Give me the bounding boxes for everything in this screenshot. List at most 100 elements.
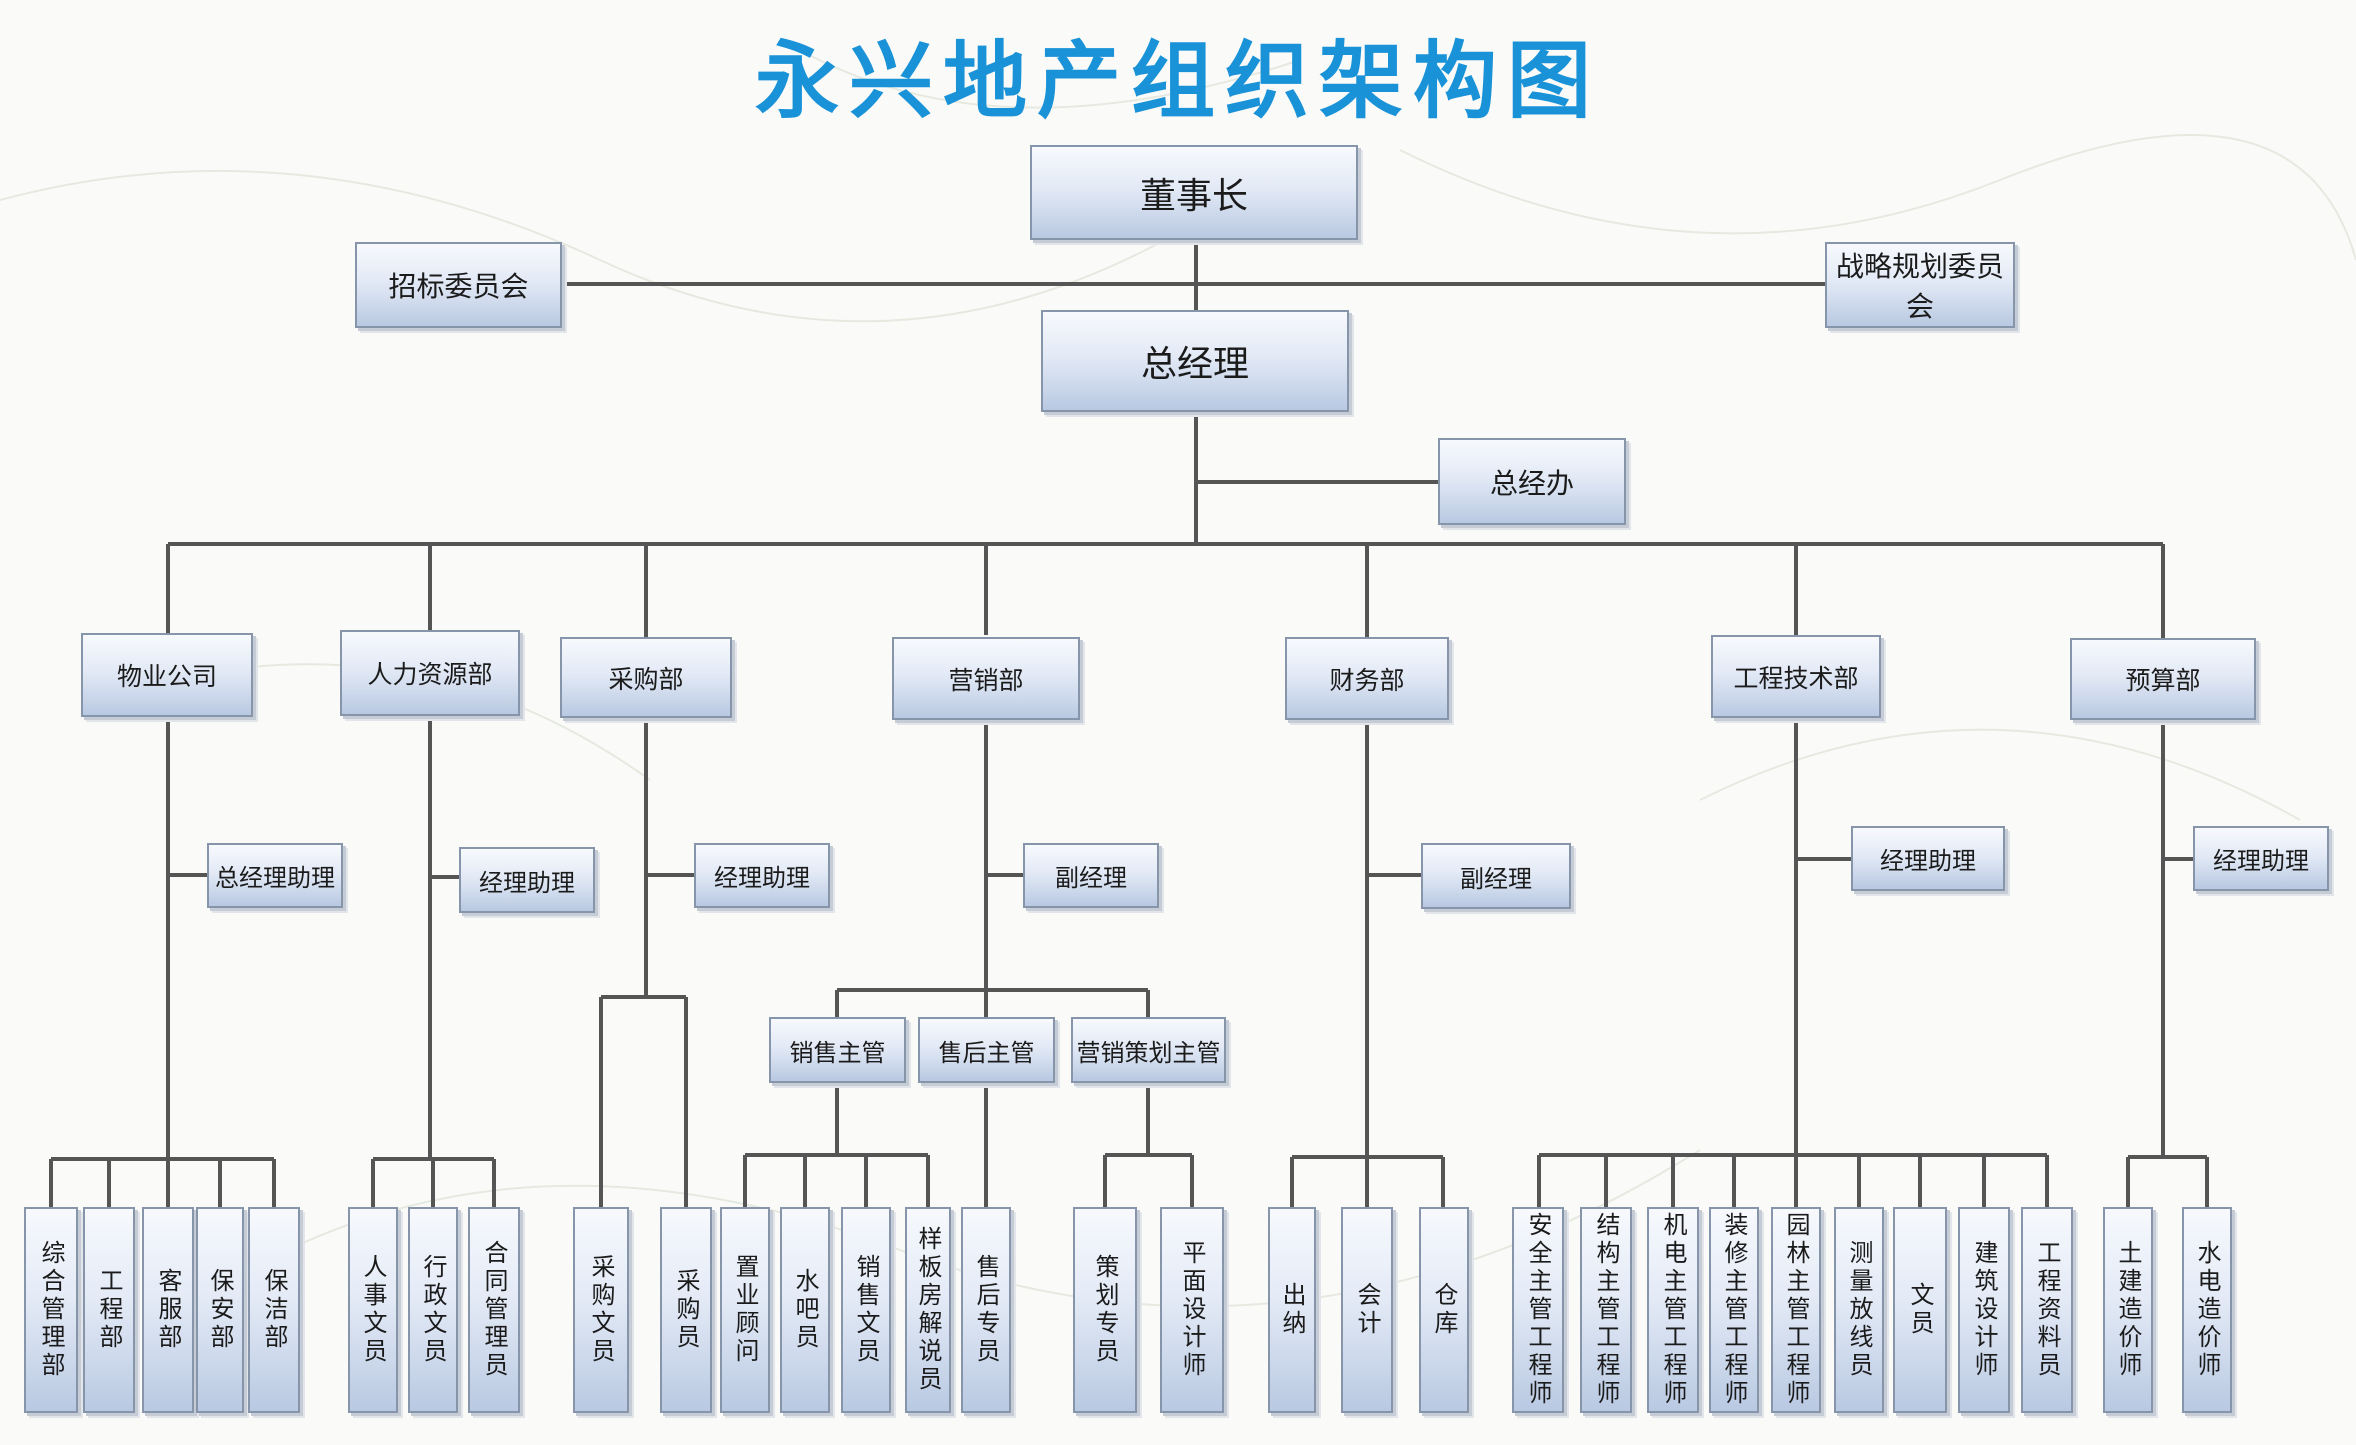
leaf-label: 合同管理员 [480,1240,508,1380]
bidding-committee-label: 招标委员会 [388,270,529,303]
leaf-label: 工程资料员 [2033,1240,2061,1380]
assistant-hr-label: 经理助理 [479,868,575,897]
leaf-label: 保洁部 [260,1268,288,1352]
general-manager-node: 总经理 [1041,310,1349,412]
leaf-finance-0: 出纳 [1268,1207,1316,1413]
supervisor-sales-label: 销售主管 [789,1038,886,1067]
dept-engineering-label: 工程技术部 [1733,663,1859,693]
leaf-label: 测量放线员 [1845,1240,1873,1380]
bidding-committee-node: 招标委员会 [355,242,562,328]
leaf-property-1: 工程部 [83,1207,135,1413]
leaf-label: 综合管理部 [37,1240,65,1380]
leaf-engineering-2: 机电主管工程师 [1647,1207,1699,1413]
leaf-property-3: 保安部 [196,1207,244,1413]
assistant-hr-node: 经理助理 [459,847,595,913]
dept-finance-node: 财务部 [1285,637,1449,720]
leaf-sales-1: 水吧员 [780,1207,830,1413]
deputy-finance-node: 副经理 [1421,843,1571,909]
leaf-label: 土建造价师 [2114,1240,2142,1380]
dept-hr-node: 人力资源部 [340,630,520,716]
dept-property-label: 物业公司 [116,662,217,691]
supervisor-planning-node: 营销策划主管 [1071,1017,1226,1083]
leaf-planning-1: 平面设计师 [1160,1207,1224,1413]
leaf-engineering-3: 装修主管工程师 [1709,1207,1759,1413]
leaf-label: 出纳 [1278,1282,1306,1338]
supervisor-planning-label: 营销策划主管 [1076,1038,1221,1067]
leaf-after-sales-0: 售后专员 [961,1207,1011,1413]
supervisor-after-sales-label: 售后主管 [938,1038,1035,1067]
chairman-label: 董事长 [1139,175,1248,217]
leaf-finance-2: 仓库 [1419,1207,1469,1413]
leaf-purchasing-1: 采购员 [660,1207,712,1413]
leaf-engineering-4: 园林主管工程师 [1771,1207,1821,1413]
leaf-label: 销售文员 [852,1254,880,1366]
leaf-engineering-5: 测量放线员 [1834,1207,1884,1413]
dept-marketing-node: 营销部 [892,637,1080,720]
chairman-node: 董事长 [1030,145,1358,240]
leaf-label: 采购员 [672,1268,700,1352]
leaf-sales-0: 置业顾问 [720,1207,770,1413]
dept-budget-node: 预算部 [2070,638,2256,720]
dept-marketing-label: 营销部 [948,665,1024,695]
general-manager-label: 总经理 [1140,344,1249,385]
leaf-finance-1: 会计 [1341,1207,1393,1413]
leaf-property-0: 综合管理部 [24,1207,78,1413]
dept-property-node: 物业公司 [81,633,253,717]
leaf-label: 机电主管工程师 [1659,1212,1687,1408]
strategy-committee-node: 战略规划委员会 [1825,242,2015,328]
assistant-budget-node: 经理助理 [2193,826,2329,891]
leaf-label: 会计 [1353,1282,1381,1338]
leaf-label: 行政文员 [419,1254,447,1366]
dept-hr-label: 人力资源部 [367,660,493,689]
leaf-label: 样板房解说员 [914,1226,942,1394]
deputy-marketing-label: 副经理 [1055,864,1127,892]
leaf-label: 装修主管工程师 [1720,1212,1748,1408]
leaf-label: 保安部 [206,1268,234,1352]
leaf-label: 安全主管工程师 [1524,1212,1552,1408]
leaf-label: 园林主管工程师 [1782,1212,1810,1408]
leaf-label: 工程部 [95,1268,123,1352]
leaf-label: 文员 [1906,1282,1934,1338]
leaf-engineering-8: 工程资料员 [2021,1207,2073,1413]
assistant-purchasing-label: 经理助理 [714,864,810,892]
leaf-planning-0: 策划专员 [1073,1207,1137,1413]
leaf-hr-1: 行政文员 [408,1207,458,1413]
strategy-committee-label: 战略规划委员会 [1835,250,2004,323]
assistant-property-label: 总经理助理 [215,864,335,892]
dept-finance-label: 财务部 [1329,665,1405,695]
leaf-label: 客服部 [154,1268,182,1352]
deputy-finance-label: 副经理 [1460,864,1532,893]
dept-engineering-node: 工程技术部 [1711,635,1881,718]
leaf-label: 策划专员 [1091,1254,1119,1366]
leaf-label: 结构主管工程师 [1592,1212,1620,1408]
assistant-property-node: 总经理助理 [207,843,343,908]
leaf-label: 仓库 [1430,1282,1458,1338]
leaf-label: 平面设计师 [1178,1240,1206,1380]
assistant-engineering-label: 经理助理 [1880,847,1976,875]
leaf-label: 水吧员 [791,1268,819,1352]
leaf-label: 售后专员 [972,1254,1000,1366]
leaf-purchasing-0: 采购文员 [573,1207,629,1413]
leaf-engineering-6: 文员 [1893,1207,1947,1413]
leaf-property-2: 客服部 [142,1207,194,1413]
gm-office-label: 总经办 [1489,466,1574,500]
assistant-budget-label: 经理助理 [2213,847,2309,875]
page-title: 永兴地产组织架构图 [754,32,1601,130]
leaf-sales-3: 样板房解说员 [905,1207,951,1413]
leaf-label: 建筑设计师 [1970,1240,1998,1380]
supervisor-after-sales-node: 售后主管 [918,1017,1055,1083]
leaf-engineering-7: 建筑设计师 [1958,1207,2010,1413]
leaf-hr-0: 人事文员 [348,1207,398,1413]
deputy-marketing-node: 副经理 [1023,843,1159,908]
gm-office-node: 总经办 [1438,438,1626,525]
leaf-property-4: 保洁部 [248,1207,300,1413]
leaf-engineering-1: 结构主管工程师 [1580,1207,1632,1413]
leaf-label: 人事文员 [359,1254,387,1366]
leaf-hr-2: 合同管理员 [468,1207,520,1413]
leaf-label: 水电造价师 [2193,1240,2221,1380]
assistant-purchasing-node: 经理助理 [694,843,830,908]
dept-purchasing-label: 采购部 [608,664,684,694]
leaf-label: 采购文员 [587,1254,615,1366]
leaf-engineering-0: 安全主管工程师 [1512,1207,1564,1413]
